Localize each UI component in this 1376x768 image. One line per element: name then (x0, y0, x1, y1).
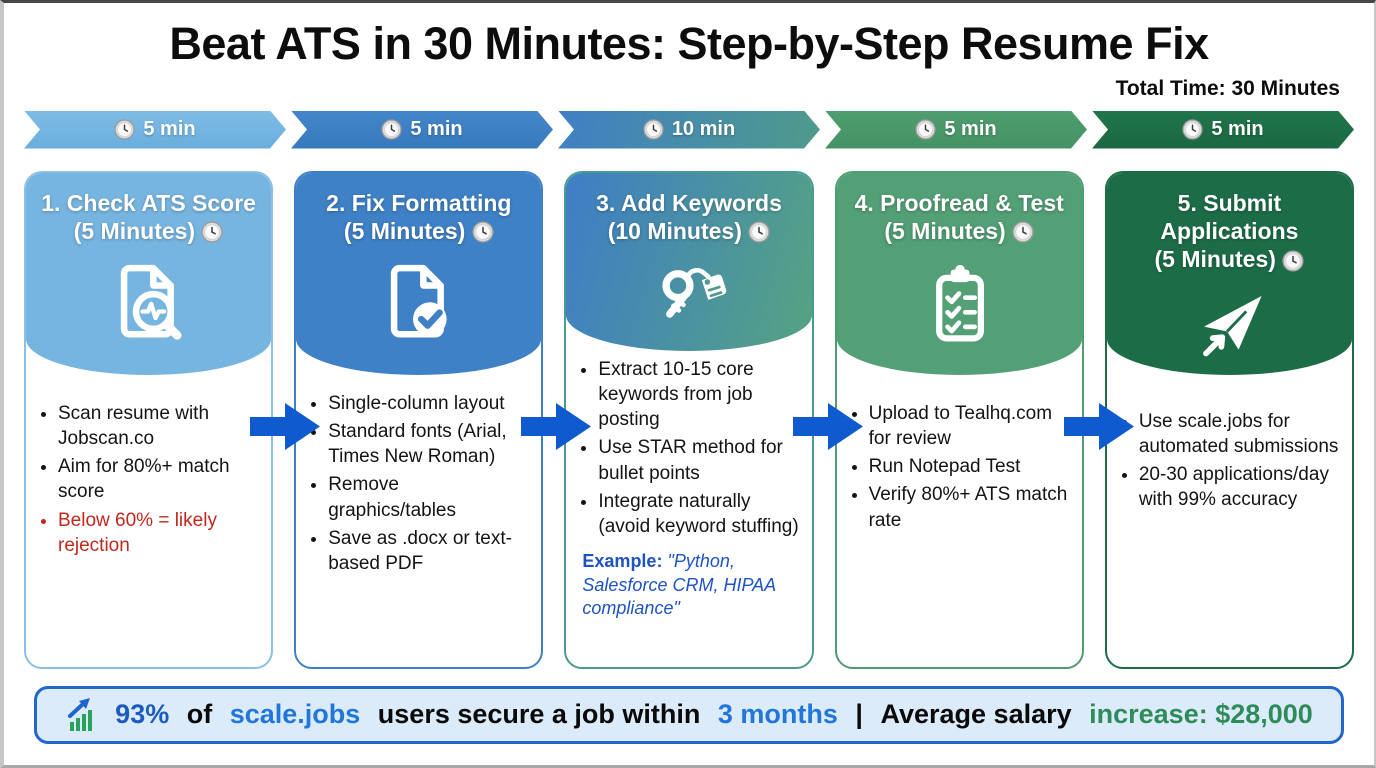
step-3-bullets: Extract 10-15 core keywords from job pos… (566, 351, 811, 543)
step-4-header: 4. Proofread & Test (5 Minutes) (836, 172, 1082, 375)
step-3-title: 3. Add Keywords (10 Minutes) (584, 189, 794, 245)
stat-separator: | (847, 699, 871, 729)
steps-row: 1. Check ATS Score (5 Minutes) (24, 170, 1355, 669)
total-time-label: Total Time: 30 Minutes (1115, 76, 1340, 100)
bullet-item: Save as .docx or text-based PDF (328, 526, 531, 577)
bullet-item: Single-column layout (328, 391, 531, 416)
key-tag-icon (641, 245, 737, 351)
stat-93-percent: 93% (115, 699, 170, 729)
step-3-header: 3. Add Keywords (10 Minutes) (566, 172, 812, 351)
bullet-item: Remove graphics/tables (328, 472, 531, 523)
step-card-1: 1. Check ATS Score (5 Minutes) (24, 170, 274, 669)
clock-icon (915, 119, 936, 140)
stat-scale-jobs: scale.jobs (229, 699, 361, 729)
document-scan-icon (97, 245, 201, 375)
clock-icon (748, 221, 770, 244)
stat-text: of (179, 699, 220, 729)
timeline-segment-4: 5 min (825, 111, 1087, 149)
timeline-duration: 5 min (410, 118, 463, 140)
clock-icon (1012, 221, 1034, 244)
step-title-text: 4. Proofread & Test (854, 189, 1064, 216)
example-text: "Python, Salesforce CRM, HIPAA complianc… (582, 551, 776, 619)
clock-icon (1182, 119, 1203, 140)
step-1-bullets: Scan resume with Jobscan.co Aim for 80%+… (26, 375, 271, 562)
bullet-item: Standard fonts (Arial, Times New Roman) (328, 419, 531, 470)
clipboard-check-icon (909, 245, 1009, 375)
step-title-text: 1. Check ATS Score (41, 189, 256, 216)
timeline-duration: 5 min (944, 118, 997, 140)
bullet-item: Use scale.jobs for automated submissions (1139, 409, 1342, 460)
clock-icon (201, 221, 224, 244)
step-5-bullets: Use scale.jobs for automated submissions… (1107, 375, 1352, 516)
bullet-item: Aim for 80%+ match score (58, 454, 261, 505)
bullet-item: Run Notepad Test (869, 454, 1072, 479)
paper-plane-icon (1181, 273, 1277, 375)
step-card-3: 3. Add Keywords (10 Minutes) (564, 170, 814, 669)
timeline-segment-5: 5 min (1092, 111, 1354, 149)
bullet-item: Extract 10-15 core keywords from job pos… (598, 357, 801, 433)
bullet-item: Upload to Tealhq.com for review (869, 401, 1072, 452)
stat-salary-increase: increase: $28,000 (1089, 699, 1313, 729)
step-1-title: 1. Check ATS Score (5 Minutes) (29, 189, 268, 245)
step-duration-text: (5 Minutes) (343, 217, 466, 244)
timeline-segment-2: 5 min (291, 111, 553, 149)
document-check-icon (367, 245, 471, 375)
clock-icon (1282, 249, 1304, 272)
bullet-item: Integrate naturally (avoid keyword stuff… (598, 489, 801, 540)
bullet-item: Verify 80%+ ATS match rate (869, 482, 1072, 533)
bullet-item: Scan resume with Jobscan.co (58, 401, 261, 452)
step-5-header: 5. Submit Applications (5 Minutes) (1106, 172, 1353, 375)
timeline-duration: 5 min (143, 118, 196, 140)
clock-icon (472, 221, 494, 244)
example-label: Example: (582, 551, 663, 572)
bullet-item: 20-30 applications/day with 99% accuracy (1139, 462, 1342, 513)
step-5-title: 5. Submit Applications (5 Minutes) (1107, 189, 1352, 273)
step-4-bullets: Upload to Tealhq.com for review Run Note… (837, 375, 1082, 536)
clock-icon (114, 119, 135, 140)
stat-text: users secure a job within (370, 699, 708, 729)
page-title: Beat ATS in 30 Minutes: Step-by-Step Res… (169, 18, 1209, 69)
timeline-segment-1: 5 min (24, 111, 286, 149)
step-3-example: Example: "Python, Salesforce CRM, HIPAA … (566, 542, 811, 620)
timeline-segment-3: 10 min (558, 111, 820, 149)
step-duration-text: (10 Minutes) (607, 217, 742, 244)
stat-text: Average salary (880, 699, 1080, 729)
timeline-duration: 5 min (1211, 118, 1264, 140)
step-title-text: 2. Fix Formatting (326, 189, 512, 216)
step-4-title: 4. Proofread & Test (5 Minutes) (843, 189, 1076, 245)
step-2-header: 2. Fix Formatting (5 Minutes) (296, 172, 542, 375)
stats-banner: 93% of scale.jobs users secure a job wit… (34, 685, 1344, 744)
bullet-item-warning: Below 60% = likely rejection (58, 508, 261, 559)
step-card-2: 2. Fix Formatting (5 Minutes) Single-col… (294, 170, 544, 669)
step-2-bullets: Single-column layout Standard fonts (Ari… (296, 375, 541, 580)
timeline: 5 min 5 min 10 min 5 min 5 min (24, 111, 1354, 149)
step-duration-text: (5 Minutes) (884, 217, 1006, 244)
timeline-duration: 10 min (671, 118, 736, 140)
clock-icon (643, 119, 664, 140)
step-duration-text: (5 Minutes) (73, 217, 196, 244)
step-duration-text: (5 Minutes) (1154, 245, 1276, 272)
step-card-5: 5. Submit Applications (5 Minutes) Use s… (1104, 170, 1355, 669)
trending-up-chart-icon (68, 697, 93, 731)
clock-icon (381, 119, 402, 140)
stat-3-months: 3 months (717, 699, 838, 729)
step-2-title: 2. Fix Formatting (5 Minutes) (314, 189, 523, 245)
step-title-text: 3. Add Keywords (596, 189, 782, 216)
step-title-text: 5. Submit Applications (1160, 189, 1299, 244)
step-card-4: 4. Proofread & Test (5 Minutes) (834, 170, 1084, 669)
step-1-header: 1. Check ATS Score (5 Minutes) (26, 172, 272, 375)
bullet-item: Use STAR method for bullet points (598, 435, 801, 486)
